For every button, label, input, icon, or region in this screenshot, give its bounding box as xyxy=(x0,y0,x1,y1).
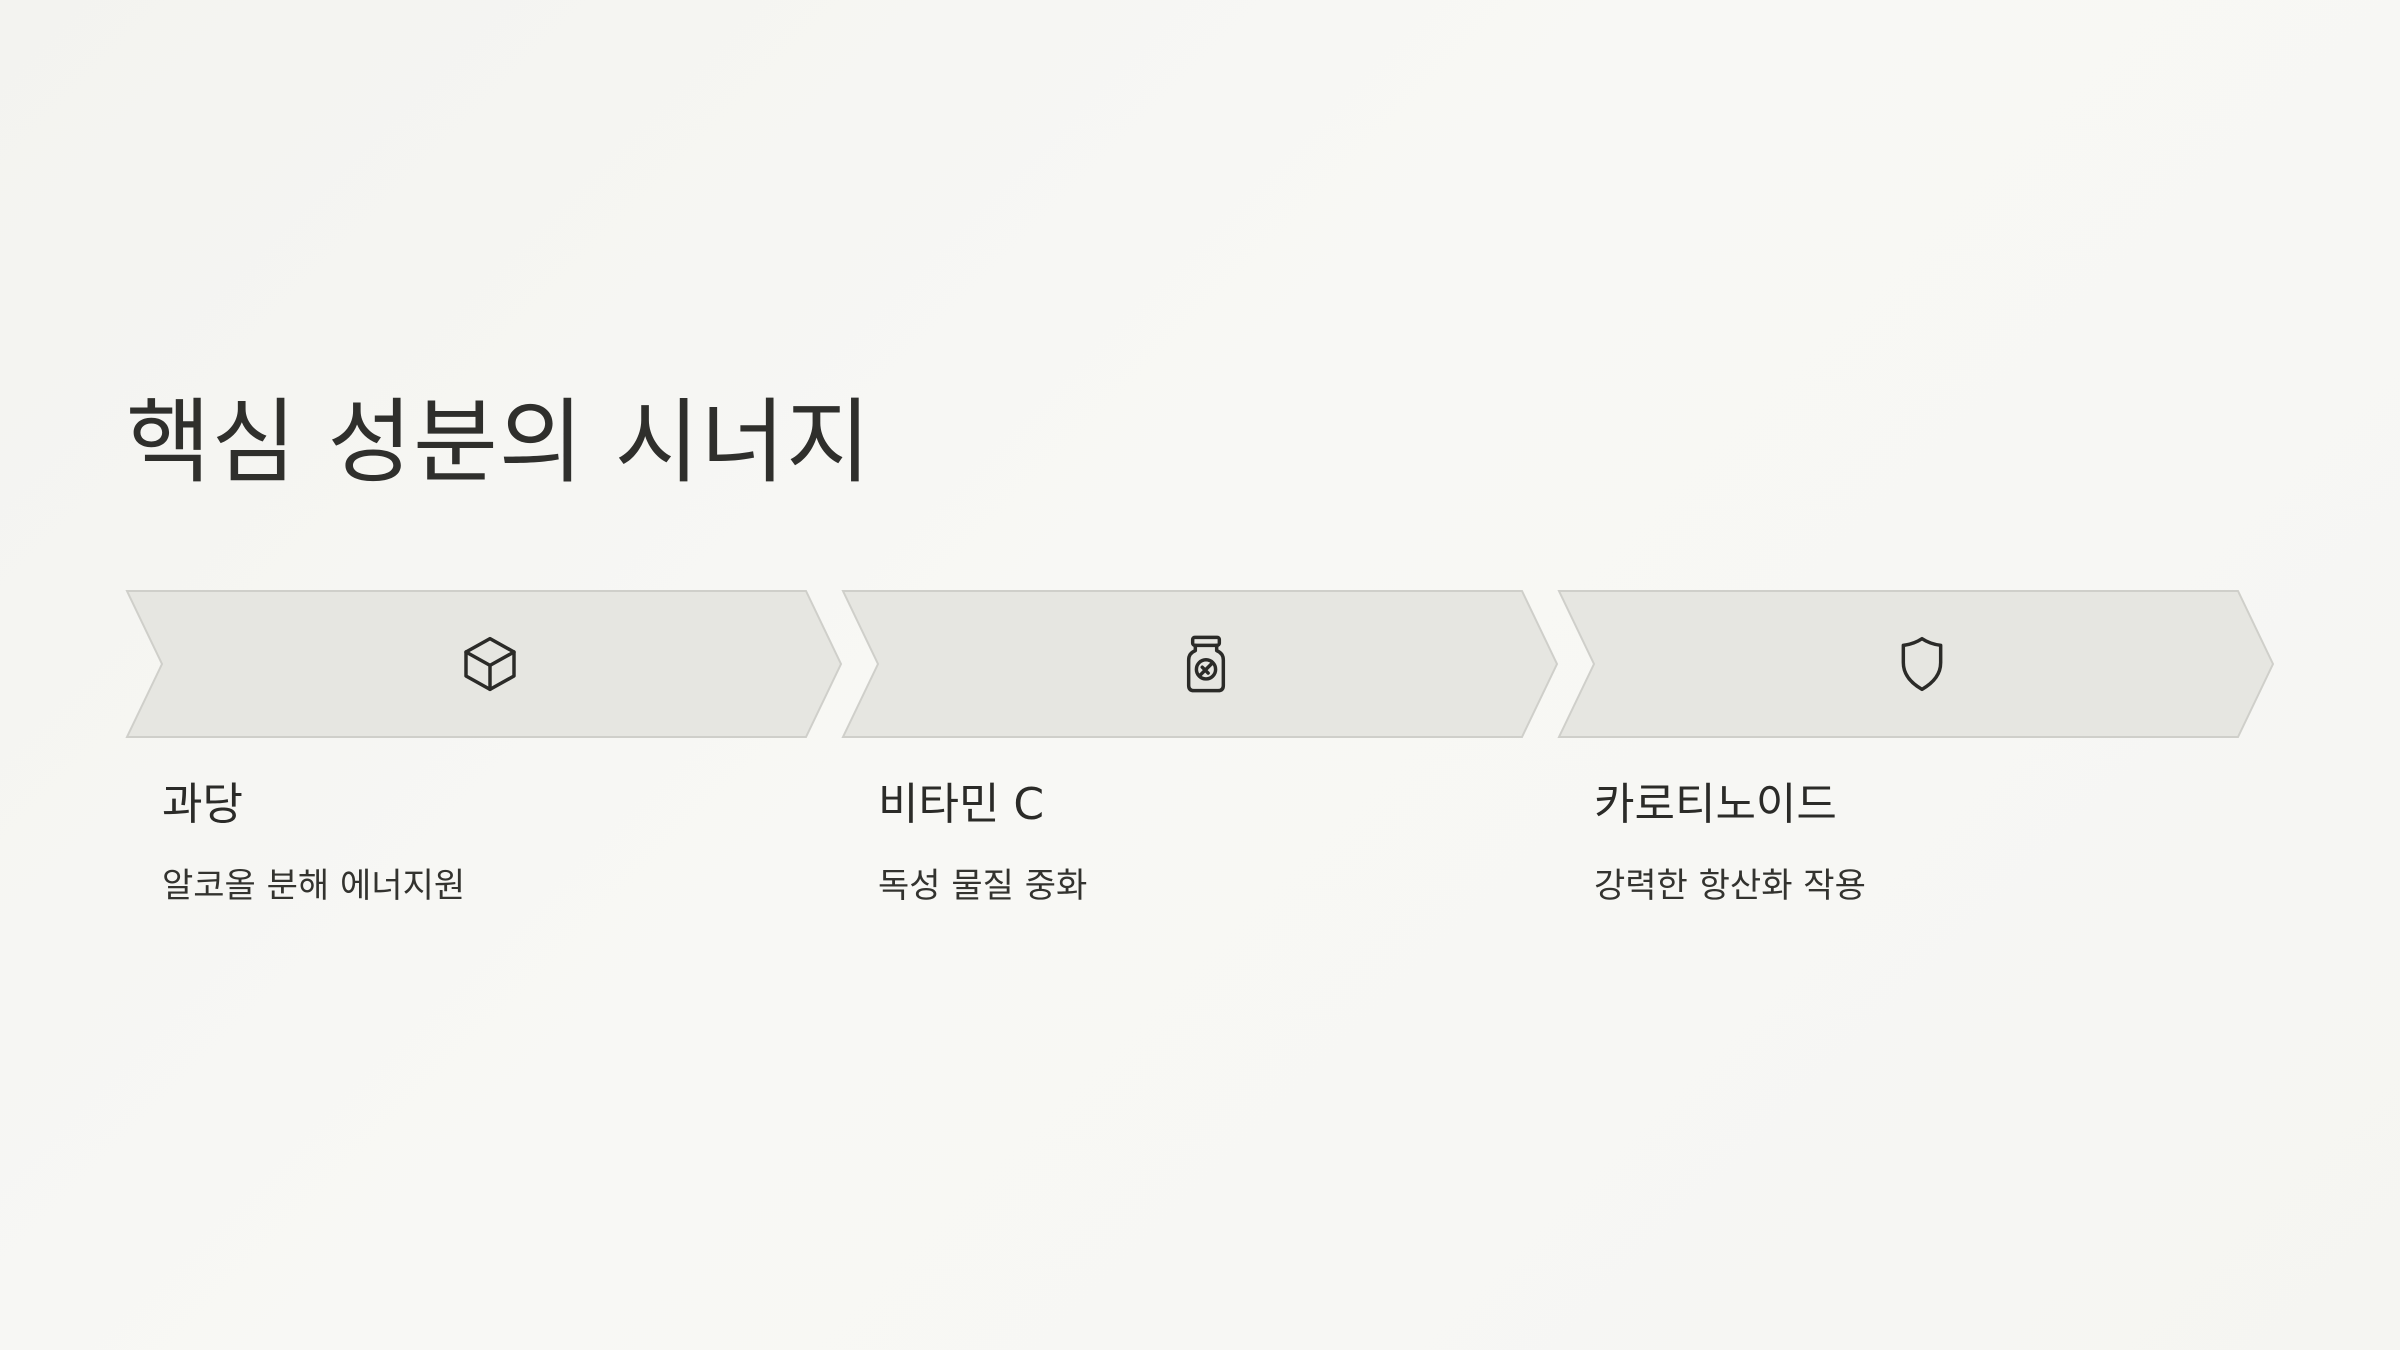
step-description: 강력한 항산화 작용 xyxy=(1594,866,1866,906)
pill-bottle-icon xyxy=(1186,635,1226,693)
process-steps: 과당 알코올 분해 에너지원 비타민 C 독성 물질 중화 xyxy=(125,590,2276,990)
step-description: 알코올 분해 에너지원 xyxy=(162,866,466,906)
chevron-shape xyxy=(125,590,843,738)
slide-title: 핵심 성분의 시너지 xyxy=(126,389,872,496)
step-heading: 카로티노이드 xyxy=(1594,779,1837,830)
step-heading: 과당 xyxy=(162,779,243,830)
step-vitamin-c: 비타민 C 독성 물질 중화 xyxy=(841,590,1559,990)
step-heading: 비타민 C xyxy=(878,779,1045,830)
shield-icon xyxy=(1901,636,1943,692)
step-carotenoid: 카로티노이드 강력한 항산화 작용 xyxy=(1557,590,2275,990)
step-sugar: 과당 알코올 분해 에너지원 xyxy=(125,590,843,990)
chevron-shape xyxy=(1557,590,2275,738)
step-description: 독성 물질 중화 xyxy=(878,866,1088,906)
cube-icon xyxy=(464,636,516,692)
